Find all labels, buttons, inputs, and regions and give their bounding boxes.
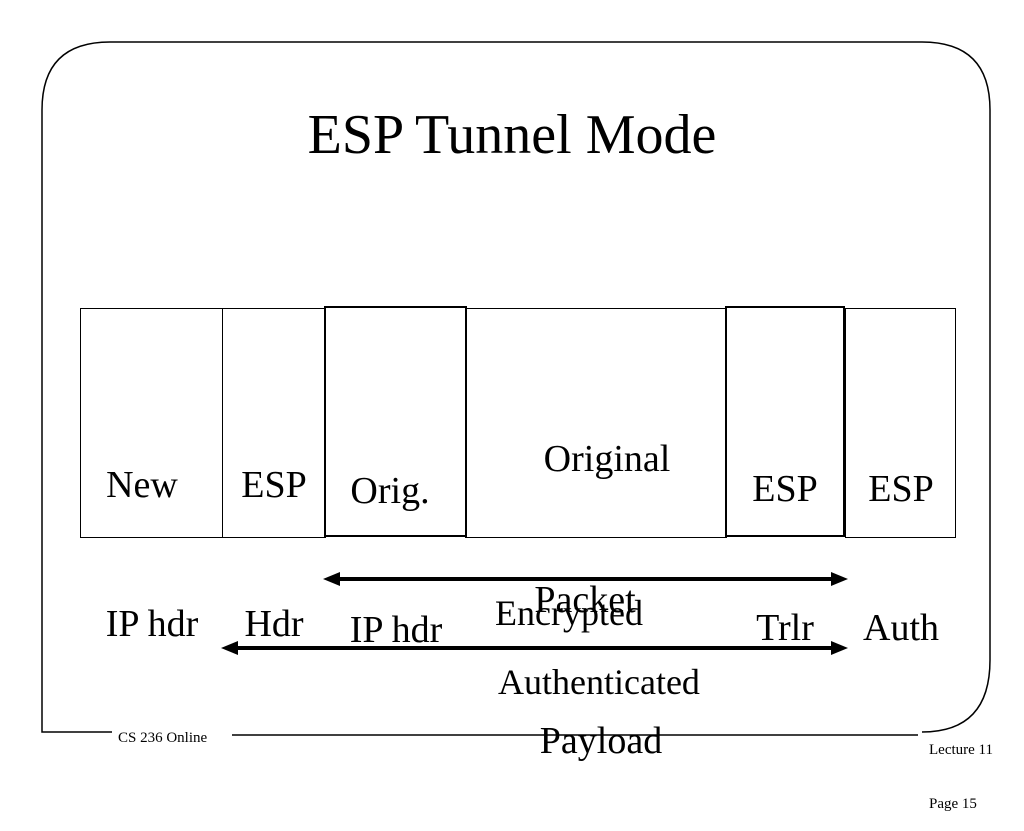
field-esp-hdr-box bbox=[222, 308, 326, 538]
field-esp-auth-label: ESP Auth bbox=[846, 382, 956, 726]
authenticated-span-arrow bbox=[221, 641, 848, 655]
field-esp-trlr-label: ESP Trlr bbox=[726, 382, 844, 726]
field-label-line: New bbox=[106, 464, 178, 506]
slide-title: ESP Tunnel Mode bbox=[307, 104, 717, 166]
field-new-ip-hdr-box bbox=[80, 308, 223, 538]
field-esp-trlr-box bbox=[725, 306, 845, 537]
footer-page: Page 15 bbox=[929, 796, 977, 812]
field-new-ip-hdr-label: New IP hdr bbox=[82, 378, 222, 722]
authenticated-label: Authenticated bbox=[498, 662, 700, 702]
field-payload-box bbox=[465, 308, 727, 538]
field-esp-auth-box bbox=[845, 308, 956, 538]
encrypted-label: Encrypted bbox=[495, 593, 643, 633]
slide-frame bbox=[41, 41, 991, 736]
field-label-line: IP hdr bbox=[105, 603, 199, 645]
field-label-line: Hdr bbox=[244, 603, 304, 645]
footer-lecture: Lecture 11 bbox=[929, 742, 993, 758]
field-label-line: Auth bbox=[863, 607, 939, 649]
footer-course: CS 236 Online bbox=[118, 730, 208, 746]
field-payload-label: Original Packet Payload bbox=[466, 352, 728, 825]
field-label-line: ESP bbox=[241, 464, 307, 506]
footer-lecture-page: Lecture 11 Page 15 bbox=[929, 705, 993, 831]
field-esp-hdr-label: ESP Hdr bbox=[222, 378, 326, 722]
field-label-line: Original bbox=[543, 438, 671, 480]
field-label-line: IP hdr bbox=[349, 609, 443, 651]
field-label-line: ESP bbox=[868, 468, 934, 510]
span-arrows bbox=[221, 572, 848, 655]
field-label-line: Packet bbox=[534, 579, 636, 621]
encrypted-span-arrow bbox=[323, 572, 848, 586]
field-label-line: Trlr bbox=[756, 607, 814, 649]
field-orig-ip-hdr-label: Orig. IP hdr bbox=[326, 384, 466, 728]
field-label-line: Payload bbox=[539, 720, 663, 762]
field-label-line: Orig. bbox=[350, 470, 430, 512]
field-label-line: ESP bbox=[752, 468, 818, 510]
field-orig-ip-hdr-box bbox=[324, 306, 467, 537]
